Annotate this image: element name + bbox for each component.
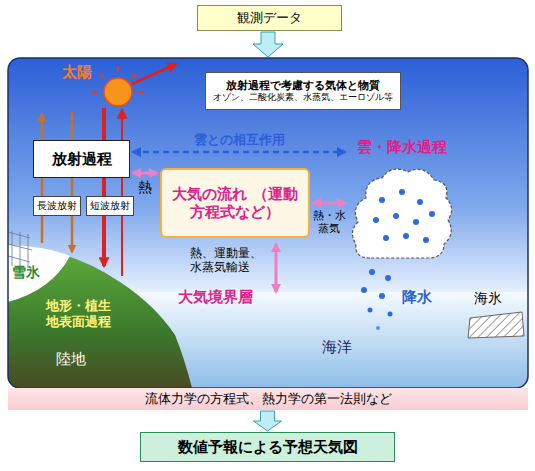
region-label: 大気境界層 [178, 288, 253, 306]
grid-mesh [8, 230, 32, 268]
sky [8, 58, 528, 388]
cloud-drop [373, 217, 379, 223]
cloud-drop [399, 189, 405, 195]
radiation-box: 短波放射 [86, 196, 134, 216]
result-box: 数値予報による予想天気図 [140, 432, 395, 462]
node-title: 短波放射 [90, 200, 130, 212]
node-title: 長波放射 [37, 200, 77, 212]
snow-ice [8, 245, 70, 302]
panel-border [8, 58, 528, 388]
shortwave-reflect [121, 110, 123, 276]
shortwave-reflect [132, 64, 176, 84]
equation-band: 流体力学の方程式、熱力学の第一法則など [8, 388, 528, 410]
region-label: 海氷 [474, 290, 502, 307]
sun-ray [92, 91, 98, 93]
flow-arrow [254, 411, 282, 431]
rain-drop [385, 275, 391, 281]
sun-ray [117, 66, 119, 72]
flux-label: 熱、運動量、 水蒸気輸送 [190, 246, 268, 275]
cloud-outline [352, 169, 451, 258]
edge-label: 熱・水蒸気 [312, 209, 346, 235]
longwave-arrow [41, 114, 44, 243]
process-box: 放射過程 [33, 140, 130, 178]
land [8, 245, 192, 388]
region-label: 陸地 [56, 350, 86, 368]
sun-ray [132, 74, 136, 78]
cloud-drop [403, 233, 409, 239]
panel-ground [8, 58, 528, 388]
shortwave-arrow [102, 108, 106, 266]
cloud-drop [393, 213, 399, 219]
sun [92, 66, 144, 106]
edge-label: 雲との相互作用 [194, 132, 285, 148]
node-title: 観測データ [237, 10, 302, 26]
cloud-drop [413, 219, 419, 225]
exchange-arrow [275, 244, 278, 292]
cloud-drop [383, 235, 389, 241]
sea-ice [468, 312, 524, 338]
node-body: オゾン、二酸化炭素、水蒸気、エーロゾル等 [213, 92, 393, 103]
heat-arrow [133, 172, 157, 175]
edge-label: 熱 [138, 179, 152, 196]
region-label: 降水 [402, 288, 432, 306]
rain-drop [361, 287, 367, 293]
cloud-drop [379, 197, 385, 203]
node-title: 雲・降水過程 [357, 138, 447, 156]
region-label: 地形・植生 地表面過程 [46, 298, 116, 329]
rain-drop [368, 308, 373, 313]
cloud-drop [417, 199, 423, 205]
rain-drop [388, 312, 393, 317]
region-label: 海洋 [322, 338, 352, 356]
sun-label: 太陽 [62, 63, 92, 81]
note-box: 放射過程で考慮する気体と物質オゾン、二酸化炭素、水蒸気、エーロゾル等 [205, 72, 401, 110]
rain-drop [369, 269, 375, 275]
interaction-arrow [133, 151, 345, 154]
data-box: 観測データ [197, 5, 342, 31]
precipitation [361, 269, 393, 330]
node-title: 流体力学の方程式、熱力学の第一法則など [145, 391, 392, 407]
sun-disc [104, 78, 132, 106]
radiation-box: 長波放射 [33, 196, 81, 216]
process-box: 大気の流れ （運動方程式など） [160, 168, 310, 238]
sun-ray [138, 91, 144, 93]
longwave-arrow [71, 112, 74, 252]
flow-arrow [253, 32, 283, 57]
node-title: 大気の流れ （運動方程式など） [168, 185, 302, 221]
cloud-drop [423, 237, 429, 243]
cloud-shape: 雲・降水過程 [348, 136, 456, 264]
heat-vapour-arrow [313, 202, 345, 205]
cloud-drop [429, 211, 435, 217]
rain-drop [379, 293, 385, 299]
node-title: 放射過程で考慮する気体と物質 [226, 79, 380, 92]
node-title: 放射過程 [52, 150, 112, 168]
sun-ray [100, 74, 104, 78]
region-label: 雪氷 [12, 264, 40, 281]
rain-drop [376, 326, 380, 330]
node-title: 数値予報による予想天気図 [178, 438, 358, 456]
